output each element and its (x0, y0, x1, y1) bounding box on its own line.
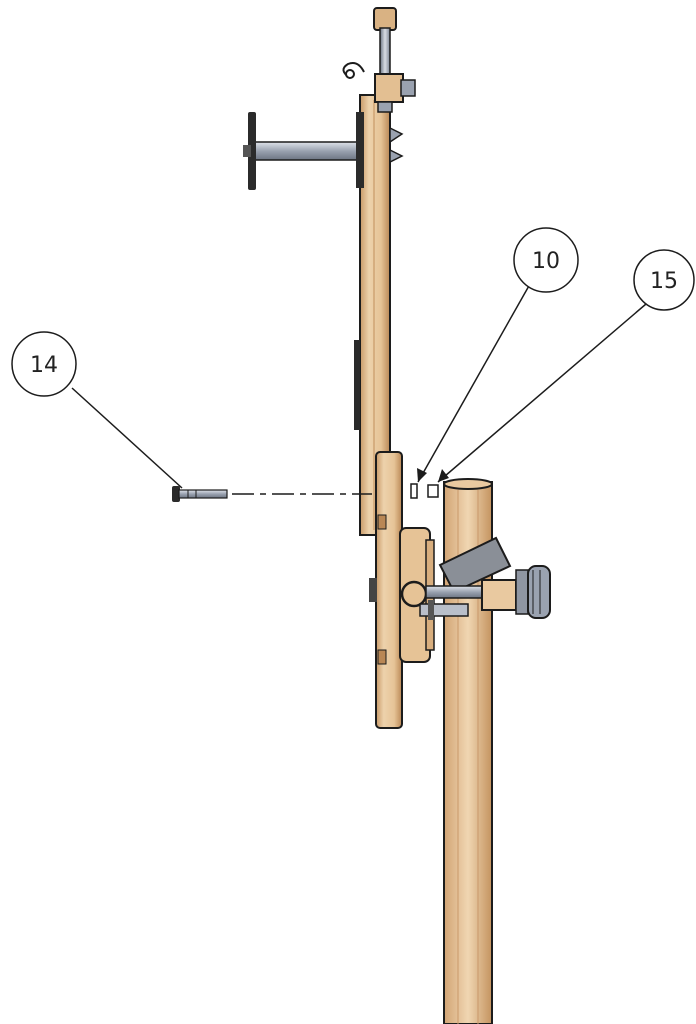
rotating-plate (369, 451, 435, 729)
svg-text:14: 14 (30, 353, 58, 378)
leader-line-15 (437, 303, 647, 483)
callout-15: 15 (633, 249, 695, 311)
leader-line-14 (71, 387, 183, 489)
part-15-nut (427, 484, 439, 498)
callout-10: 10 (513, 227, 579, 293)
screw-part-14 (172, 486, 228, 502)
spool-spindle (243, 112, 404, 190)
top-clamp (342, 7, 416, 113)
svg-text:15: 15 (650, 269, 678, 294)
callout-14: 14 (11, 331, 77, 397)
svg-text:10: 10 (532, 249, 560, 274)
arrowhead-15 (438, 469, 449, 482)
arrowhead-10 (417, 468, 427, 482)
locking-bracket (419, 536, 551, 620)
part-10-washer (410, 483, 418, 499)
leader-line-10 (417, 283, 531, 483)
